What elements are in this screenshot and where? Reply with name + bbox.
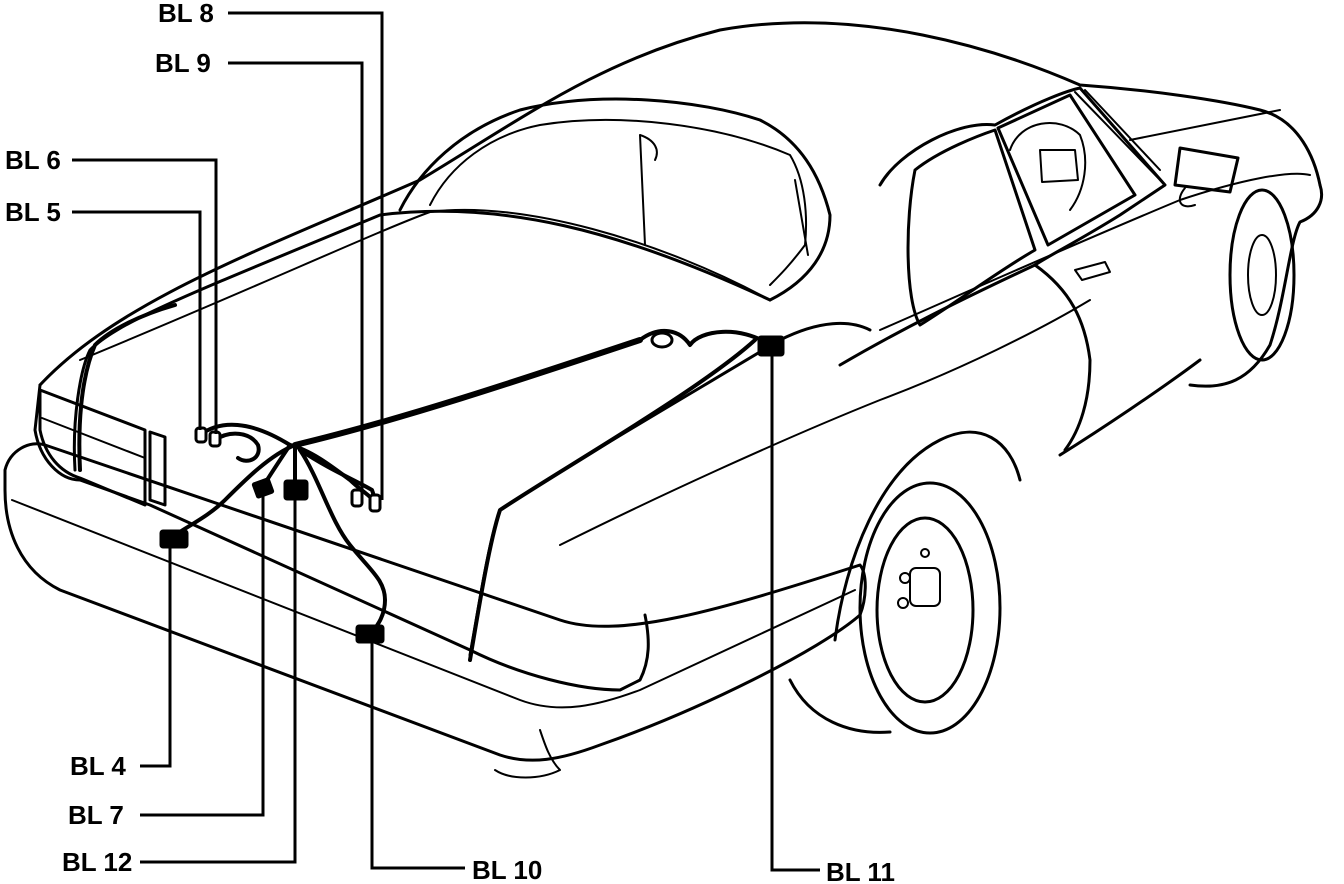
front-wheel — [1228, 188, 1296, 362]
rear-window-pillar — [639, 134, 658, 246]
connector-bl11 — [757, 335, 785, 357]
connector-inline-mid — [650, 331, 674, 349]
connector-bl4 — [159, 529, 189, 549]
connector-bl12 — [283, 479, 309, 501]
leader-bl4 — [140, 548, 172, 768]
harness-right-drop — [468, 338, 757, 662]
rear-window-right-pillar — [794, 179, 809, 256]
harness-bl8-drop — [298, 448, 380, 510]
harness-to-bl11 — [638, 329, 772, 347]
leader-bl11 — [770, 356, 820, 872]
rear-wheel-tyre-bottom — [788, 678, 892, 734]
harness-main-run — [292, 337, 643, 448]
rear-quarter-top — [559, 299, 1091, 546]
roof-outline — [38, 21, 1322, 387]
car-body — [3, 21, 1324, 779]
label-bl12: BL 12 — [62, 847, 132, 877]
leader-bl12 — [140, 500, 297, 864]
side-sill — [838, 263, 1202, 457]
label-bl5: BL 5 — [5, 197, 61, 227]
label-bl10: BL 10 — [472, 855, 542, 884]
boot-lid-edge — [79, 208, 771, 361]
tail-light-left — [38, 388, 147, 507]
leader-bl6 — [72, 158, 218, 434]
front-fender-outline — [1188, 183, 1324, 388]
rear-panel — [33, 383, 650, 692]
leader-lines — [72, 11, 820, 872]
tail-light-left-split — [41, 417, 146, 459]
number-plate-recess — [148, 430, 167, 507]
leader-bl5 — [72, 210, 202, 430]
leader-bl7 — [140, 495, 265, 817]
rear-window-outer — [398, 97, 832, 302]
rear-bumper — [3, 442, 867, 762]
connector-bl10 — [355, 624, 385, 644]
label-bl8: BL 8 — [158, 0, 214, 28]
front-wheel-hub — [1247, 234, 1277, 316]
wiring-harness — [77, 303, 772, 662]
connectors — [159, 331, 785, 644]
leader-bl9 — [228, 61, 364, 495]
boot-lid — [72, 209, 772, 472]
rear-window-inner — [429, 119, 808, 286]
door-window-frame — [878, 86, 1167, 267]
connector-bl7 — [251, 477, 275, 499]
door-handle — [1074, 261, 1111, 281]
label-bl6: BL 6 — [5, 145, 61, 175]
connector-bl8 — [368, 493, 382, 513]
leader-bl8 — [228, 11, 384, 500]
label-bl9: BL 9 — [155, 48, 211, 78]
rear-wheel-rim — [875, 516, 975, 704]
label-bl11: BL 11 — [826, 857, 895, 884]
side-mirror-stem — [1178, 187, 1196, 208]
connector-bl5 — [194, 426, 208, 444]
bonnet-line — [1129, 109, 1281, 141]
side-window — [906, 128, 1037, 327]
leader-bl10 — [370, 643, 465, 870]
rear-bumper-lower — [494, 729, 561, 779]
connector-bl6 — [208, 430, 222, 448]
label-bl7: BL 7 — [68, 800, 124, 830]
door-line — [1033, 263, 1092, 452]
harness-loop — [213, 431, 261, 463]
label-bl4: BL 4 — [70, 751, 126, 781]
harness-left-seam — [77, 303, 177, 472]
front-window — [996, 93, 1137, 247]
harness-to-bl4 — [173, 443, 297, 537]
callout-labels: BL 8 BL 9 BL 6 BL 5 BL 4 BL 7 BL 12 BL 1… — [5, 0, 895, 884]
rear-wheel — [858, 481, 1002, 735]
harness-to-bl10 — [298, 448, 387, 634]
front-window-inner — [1074, 89, 1166, 186]
side-crease — [879, 172, 1311, 331]
rear-bumper-inner — [11, 499, 856, 709]
rear-wheel-arch — [833, 430, 1022, 642]
seat-outline — [1009, 122, 1087, 211]
connector-bl9 — [350, 488, 364, 508]
side-mirror — [1173, 146, 1240, 194]
rear-wheel-hub — [897, 548, 941, 609]
